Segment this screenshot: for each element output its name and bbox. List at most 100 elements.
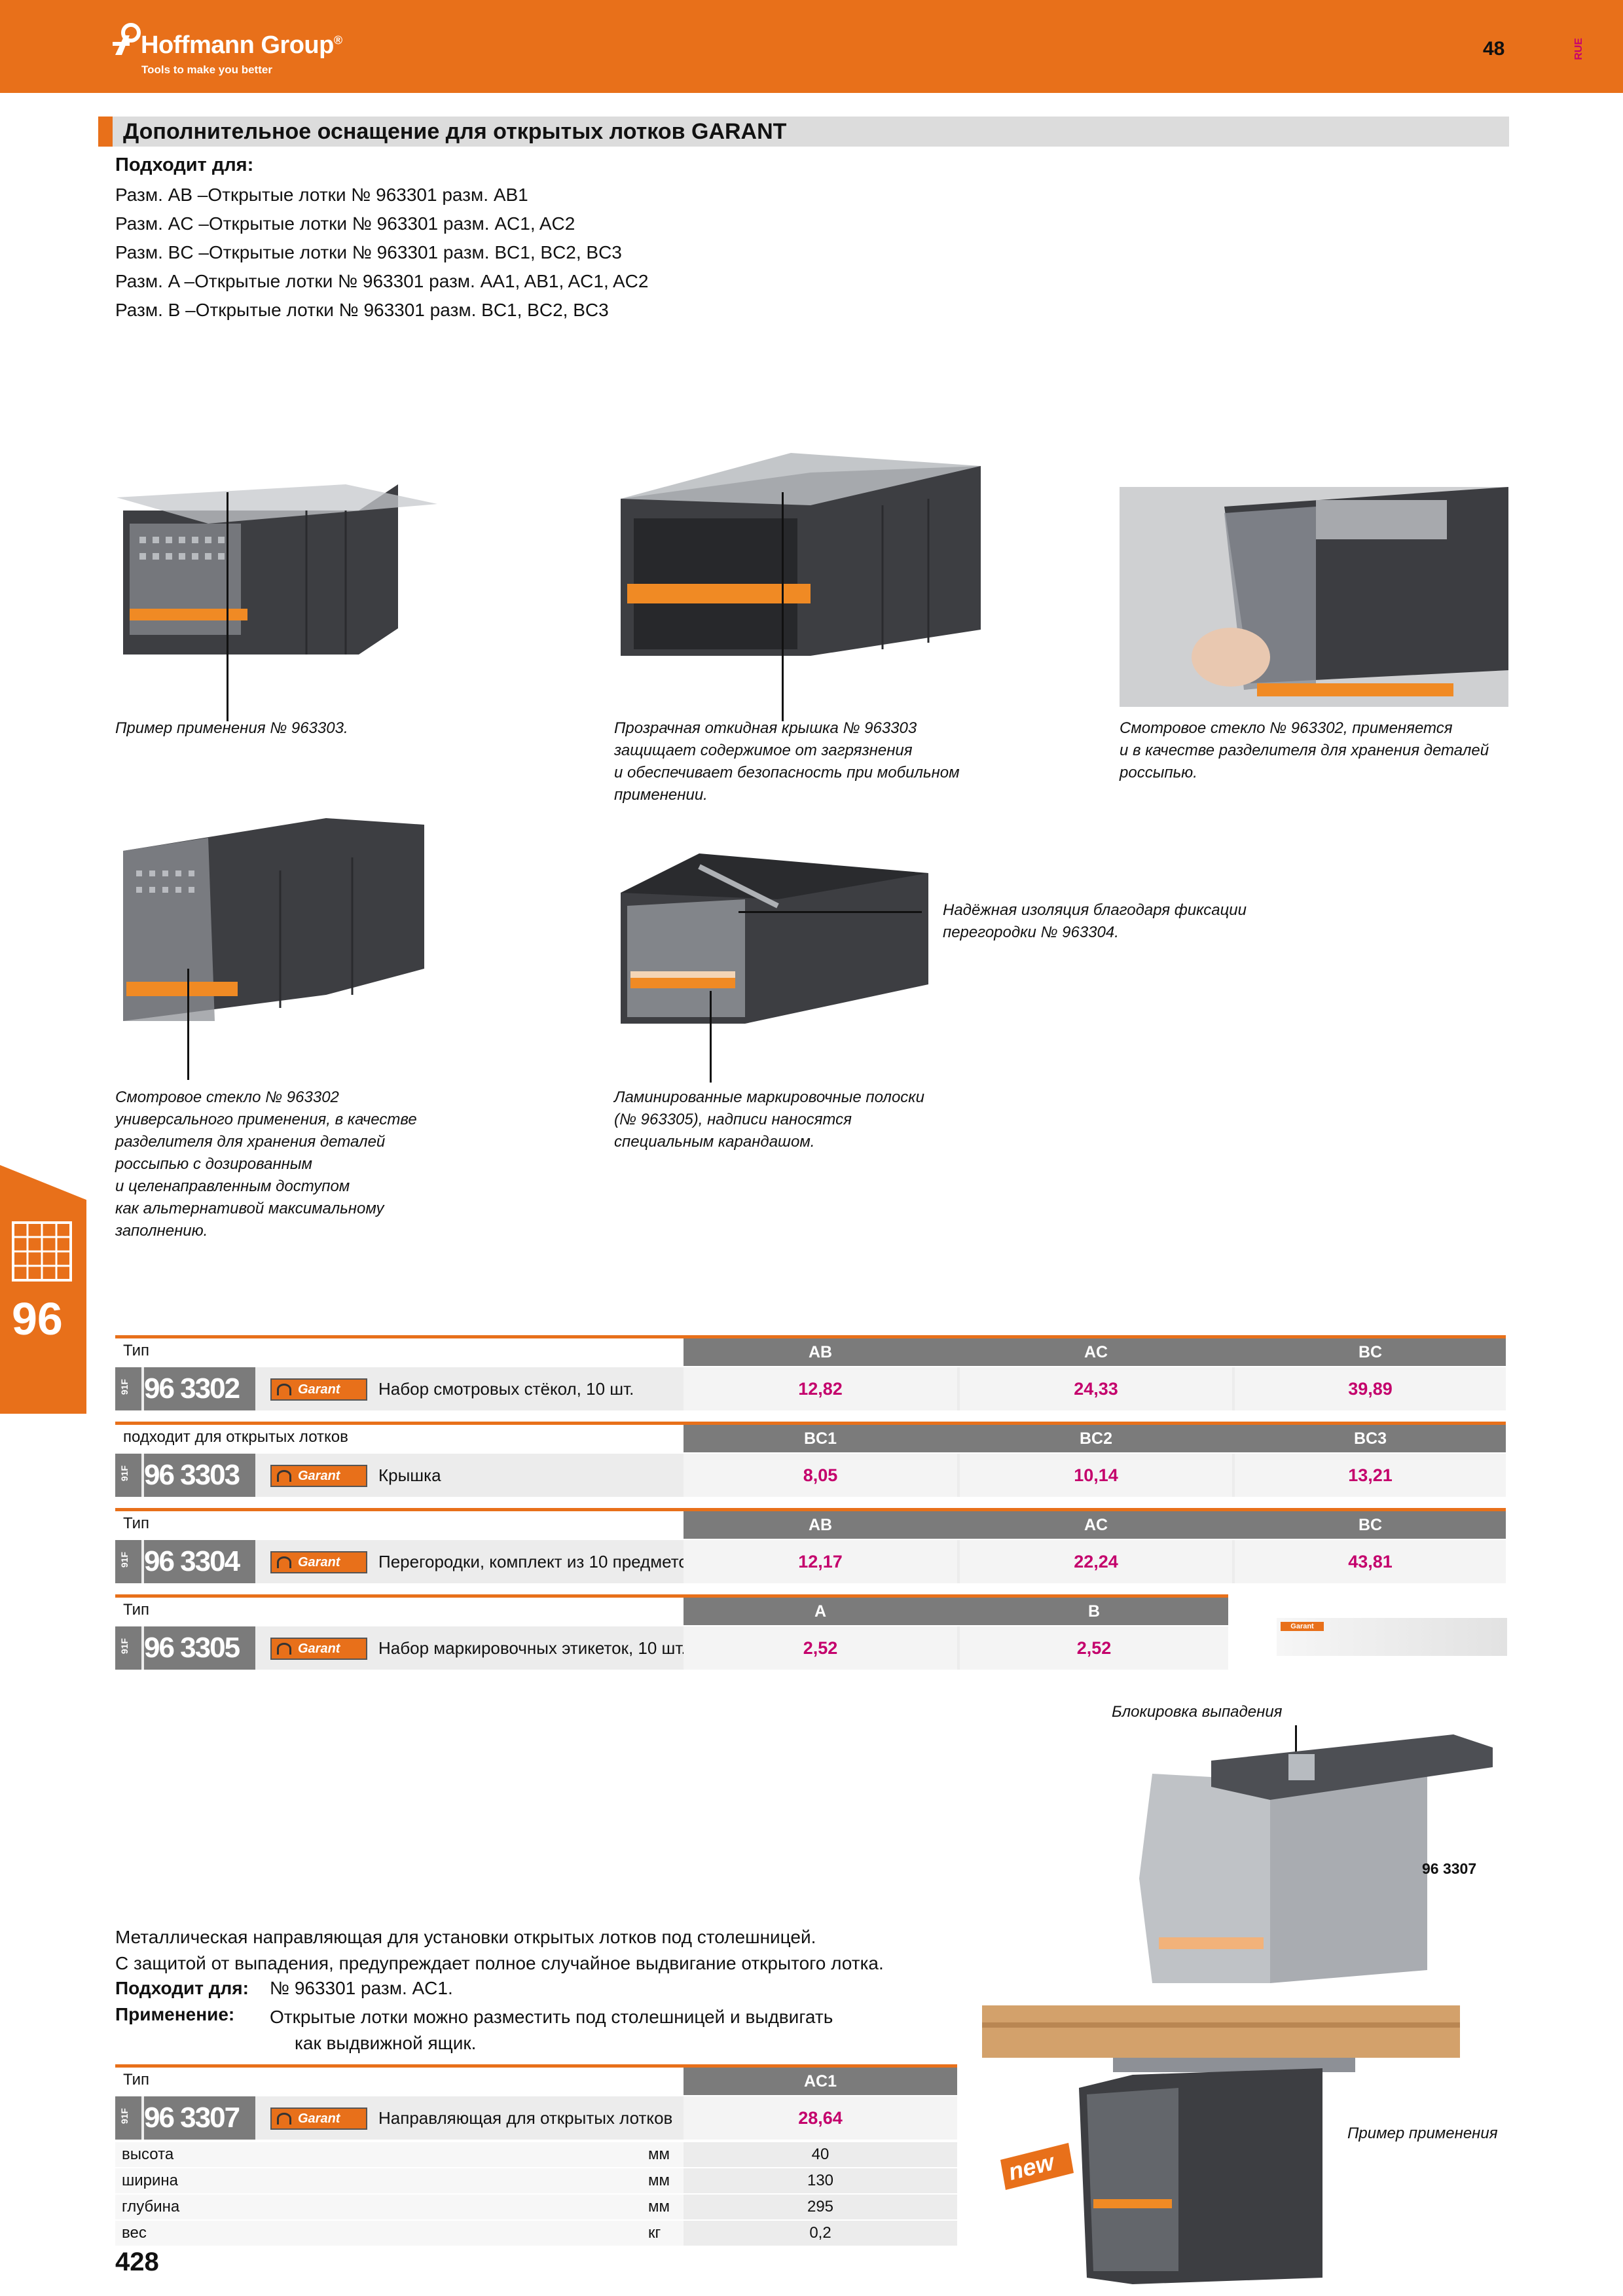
dimensions-table: высота мм 40 ширина мм 130 глубина мм 29…	[115, 2142, 957, 2247]
label-strip-image: Garant	[1277, 1618, 1507, 1656]
product-description: Крышка	[378, 1465, 441, 1485]
table-top-line	[115, 1594, 1228, 1598]
rail-product-code: 96 3307	[1422, 1860, 1477, 1877]
table-top-line	[115, 1335, 1506, 1338]
dimension-row: вес кг 0,2	[115, 2221, 957, 2247]
price: 8,05	[684, 1454, 957, 1497]
new-badge-icon	[1000, 2143, 1074, 2190]
rail-use-value: Открытые лотки можно разместить под стол…	[270, 2007, 833, 2053]
product-description: Набор маркировочных этикеток, 10 шт.	[378, 1638, 686, 1658]
article-number[interactable]: 96 3305	[144, 1626, 255, 1670]
bin-lid-closed-image	[621, 453, 981, 656]
dimension-row: ширина мм 130	[115, 2168, 957, 2195]
product-description: Перегородки, комплект из 10 предметов	[378, 1552, 697, 1571]
callout-line	[739, 911, 922, 913]
product-row[interactable]: 91F 96 3307 Garant Направляющая для откр…	[115, 2096, 957, 2140]
bin-with-dividers-image	[621, 853, 928, 1024]
rail-description: Металлическая направляющая для установки…	[115, 1927, 884, 1973]
section-title-marker	[98, 117, 113, 147]
price: 24,33	[960, 1367, 1232, 1410]
page-number-top: 48	[1483, 38, 1505, 60]
article-number[interactable]: 96 3303	[144, 1454, 255, 1497]
product-description: Направляющая для открытых лотков	[378, 2108, 673, 2128]
dimension-row: высота мм 40	[115, 2142, 957, 2168]
product-row[interactable]: 91F 96 3305 Garant Набор маркировочных э…	[115, 1626, 1228, 1670]
product-row[interactable]: 91F 96 3304 Garant Перегородки, комплект…	[115, 1540, 1506, 1583]
catalog-badge: 91F	[115, 1454, 141, 1497]
table-type-label: Тип	[123, 2071, 150, 2089]
caption-1: Пример применения № 963303.	[115, 719, 348, 737]
price: 2,52	[684, 1626, 957, 1670]
col-header: B	[1087, 1602, 1101, 1621]
price: 39,89	[1235, 1367, 1506, 1410]
garant-logo-icon: Garant	[270, 1551, 367, 1573]
table-type-label: Тип	[123, 1515, 150, 1532]
product-description: Набор смотровых стёкол, 10 шт.	[378, 1379, 634, 1399]
chapter-tab	[0, 1165, 86, 1414]
hoffmann-logo-icon	[113, 23, 141, 55]
product-table: Тип AB AC BC 91F 96 3302 Garant Набор см…	[115, 1335, 1506, 1410]
col-header: AC1	[803, 2072, 837, 2090]
table-column-header: A B	[684, 1598, 1228, 1625]
table-column-header: AC1	[684, 2068, 957, 2095]
col-header: BC1	[803, 1429, 837, 1448]
product-table: Тип AC1 91F 96 3307 Garant Направляющая …	[115, 2064, 957, 2247]
callout-line	[1295, 1725, 1297, 1775]
garant-logo-icon: Garant	[270, 2108, 367, 2130]
fits-line: Разм. AB –Открытые лотки № 963301 разм. …	[115, 185, 528, 205]
catalog-badge: 91F	[115, 1367, 141, 1410]
fits-heading: Подходит для:	[115, 154, 254, 175]
table-type-label: Тип	[123, 1342, 150, 1359]
fits-line: Разм. A –Открытые лотки № 963301 разм. A…	[115, 271, 649, 291]
price: 22,24	[960, 1540, 1232, 1583]
col-header: AB	[808, 1516, 833, 1534]
price: 12,17	[684, 1540, 957, 1583]
page-header	[0, 0, 1623, 93]
col-header: A	[814, 1602, 827, 1621]
bin-with-viewing-glass-image	[123, 818, 424, 1021]
chapter-number: 96	[12, 1293, 63, 1344]
rail-use-label: Применение:	[115, 2004, 235, 2024]
price: 12,82	[684, 1367, 957, 1410]
price: 10,14	[960, 1454, 1232, 1497]
language-code: RUE	[1573, 38, 1584, 60]
page-number: 428	[115, 2248, 159, 2276]
col-header: AC	[1084, 1516, 1108, 1534]
lock-caption: Блокировка выпадения	[1112, 1703, 1283, 1721]
col-header: BC2	[1079, 1429, 1112, 1448]
table-type-label: Тип	[123, 1601, 150, 1619]
table-top-line	[115, 2064, 957, 2068]
fits-line: Разм. B –Открытые лотки № 963301 разм. B…	[115, 300, 609, 320]
col-header: AC	[1084, 1343, 1108, 1361]
article-number[interactable]: 96 3304	[144, 1540, 255, 1583]
catalog-badge: 91F	[115, 1626, 141, 1670]
article-number[interactable]: 96 3302	[144, 1367, 255, 1410]
price: 28,64	[684, 2096, 957, 2140]
product-row[interactable]: 91F 96 3302 Garant Набор смотровых стёко…	[115, 1367, 1506, 1410]
callout-line	[782, 492, 784, 721]
garant-logo-icon: Garant	[270, 1465, 367, 1487]
rail-example-photo	[982, 1996, 1467, 2291]
article-number[interactable]: 96 3307	[144, 2096, 255, 2140]
brand-name: Hoffmann Group®	[141, 31, 342, 59]
table-column-header: AB AC BC	[684, 1511, 1506, 1539]
callout-line	[227, 492, 228, 721]
garant-logo-icon: Garant	[270, 1638, 367, 1660]
garant-logo-icon: Garant	[1281, 1622, 1324, 1631]
catalog-badge: 91F	[115, 2096, 141, 2140]
fits-line: Разм. BC –Открытые лотки № 963301 разм. …	[115, 242, 622, 262]
grid-icon	[12, 1221, 72, 1282]
table-top-line	[115, 1508, 1506, 1511]
col-header: BC	[1358, 1343, 1383, 1361]
product-row[interactable]: 91F 96 3303 Garant Крышка 8,05 10,14 13,…	[115, 1454, 1506, 1497]
callout-line	[710, 991, 712, 1083]
rail-fits-value: № 963301 разм. AC1.	[270, 1978, 453, 1998]
callout-line	[187, 969, 189, 1080]
rail-product-image	[1139, 1734, 1493, 1983]
table-type-label: подходит для открытых лотков	[123, 1428, 348, 1446]
col-header: BC3	[1353, 1429, 1387, 1448]
caption-6: Ламинированные маркировочные полоски(№ 9…	[614, 1088, 924, 1151]
